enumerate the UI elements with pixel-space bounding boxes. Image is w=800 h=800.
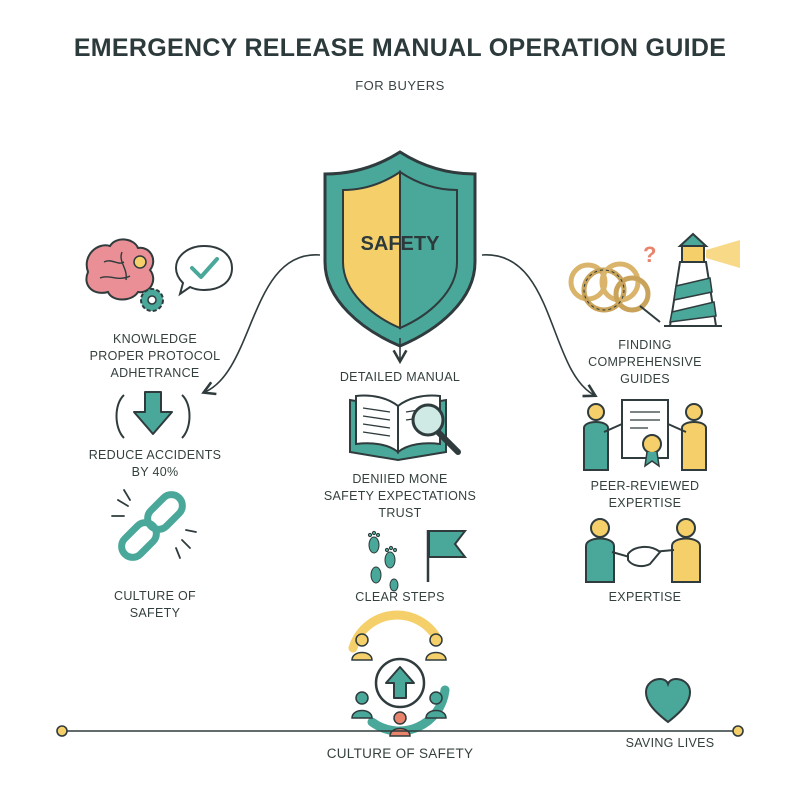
shield-icon bbox=[323, 150, 477, 348]
clear-steps-label: CLEAR STEPS bbox=[355, 590, 445, 604]
footprints-icon bbox=[367, 530, 399, 592]
question-mark-icon: ? bbox=[643, 242, 656, 267]
page-title: EMERGENCY RELEASE MANUAL OPERATION GUIDE bbox=[73, 34, 727, 62]
trust-label: DENIIED MONE SAFETY EXPECTATIONS TRUST bbox=[323, 472, 477, 520]
down-arrow-icon bbox=[115, 391, 191, 439]
finding-guides-label: FINDING COMPREHENSIVE GUIDES bbox=[588, 338, 702, 386]
gear-icon bbox=[133, 255, 164, 312]
culture-of-safety-bottom-label: CULTURE OF SAFETY bbox=[326, 746, 474, 761]
knowledge-label: KNOWLEDGE PROPER PROTOCOL ADHETRANCE bbox=[89, 332, 221, 380]
book-magnifier-icon bbox=[349, 394, 461, 462]
timeline-end-dot bbox=[732, 725, 744, 737]
certificate-people-icon bbox=[583, 399, 707, 471]
connector-right bbox=[481, 254, 598, 398]
flag-icon bbox=[426, 530, 468, 582]
expertise-label: EXPERTISE bbox=[608, 590, 682, 604]
saving-lives-label: SAVING LIVES bbox=[625, 736, 715, 750]
speech-check-icon bbox=[174, 244, 234, 297]
timeline-start-dot bbox=[56, 725, 68, 737]
brain-icon bbox=[85, 238, 155, 301]
peer-reviewed-label: PEER-REVIEWED EXPERTISE bbox=[590, 479, 700, 510]
culture-of-safety-left-label: CULTURE OF SAFETY bbox=[114, 589, 196, 620]
page-subtitle: FOR BUYERS bbox=[355, 78, 445, 93]
shield-label: SAFETY bbox=[360, 233, 440, 255]
reduce-accidents-label: REDUCE ACCIDENTS BY 40% bbox=[88, 448, 222, 479]
community-circle-icon bbox=[348, 610, 450, 737]
connector-left bbox=[201, 254, 321, 396]
heart-icon bbox=[644, 677, 692, 724]
lighthouse-icon bbox=[664, 232, 740, 327]
handshake-icon bbox=[585, 518, 701, 583]
broken-chain-icon bbox=[111, 489, 197, 561]
detailed-manual-label: DETAILED MANUAL bbox=[339, 370, 461, 384]
rope-icon bbox=[568, 261, 661, 323]
